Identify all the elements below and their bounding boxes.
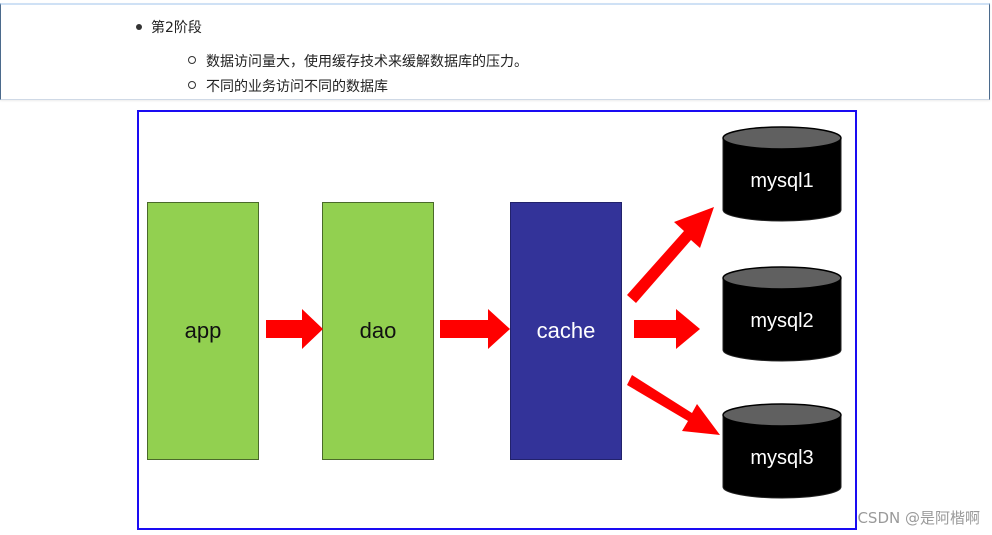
stage-title: 第2阶段	[136, 17, 202, 37]
mysql3-database-cylinder: mysql3	[722, 403, 842, 499]
mysql3-label: mysql3	[750, 447, 814, 469]
cylinder-icon	[722, 403, 842, 499]
dao-layer-box: dao	[322, 202, 434, 460]
mysql1-database-cylinder: mysql1	[722, 126, 842, 222]
mysql2-database-cylinder: mysql2	[722, 266, 842, 362]
cylinder-icon	[722, 266, 842, 362]
mysql1-label: mysql1	[750, 170, 814, 192]
csdn-watermark: CSDN @是阿楷啊	[857, 509, 980, 527]
mysql2-label: mysql2	[750, 310, 814, 332]
cache-layer-box: cache	[510, 202, 622, 460]
stage-point-1: 数据访问量大，使用缓存技术来缓解数据库的压力。	[188, 51, 528, 71]
cylinder-icon	[722, 126, 842, 222]
notes-panel: 第2阶段 数据访问量大，使用缓存技术来缓解数据库的压力。 不同的业务访问不同的数…	[0, 3, 990, 100]
app-layer-box: app	[147, 202, 259, 460]
stage-point-2: 不同的业务访问不同的数据库	[188, 76, 388, 96]
